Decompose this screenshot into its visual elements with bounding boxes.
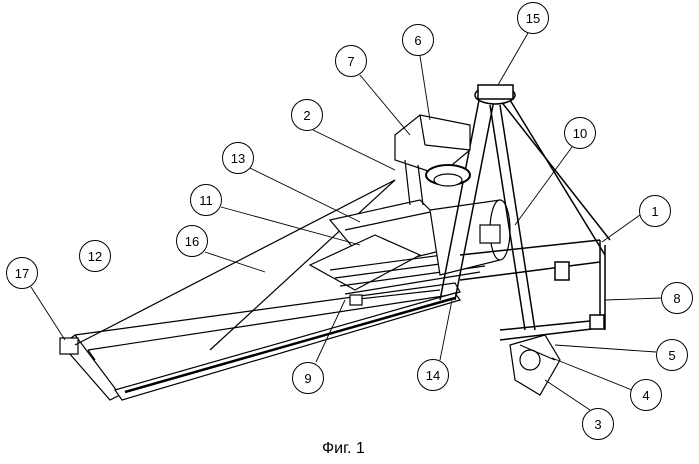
gearbox-6: [395, 115, 470, 205]
callout-7: 7: [335, 45, 367, 77]
callout-14: 14: [417, 359, 449, 391]
callout-5: 5: [656, 339, 688, 371]
callout-3: 3: [582, 408, 614, 440]
figure-caption: Фиг. 1: [322, 440, 365, 458]
callout-15: 15: [517, 2, 549, 34]
callout-12: 12: [79, 240, 111, 272]
callout-6: 6: [402, 24, 434, 56]
callout-9: 9: [292, 362, 324, 394]
callout-11: 11: [190, 184, 222, 216]
callout-1: 1: [639, 195, 671, 227]
drum-body: [430, 200, 510, 275]
callout-4: 4: [630, 379, 662, 411]
callout-16: 16: [176, 225, 208, 257]
callout-13: 13: [222, 142, 254, 174]
boom-12: [60, 283, 460, 400]
callout-10: 10: [564, 117, 596, 149]
base-plate: [510, 335, 560, 395]
callout-2: 2: [291, 99, 323, 131]
callout-17: 17: [6, 257, 38, 289]
callout-8: 8: [661, 282, 693, 314]
